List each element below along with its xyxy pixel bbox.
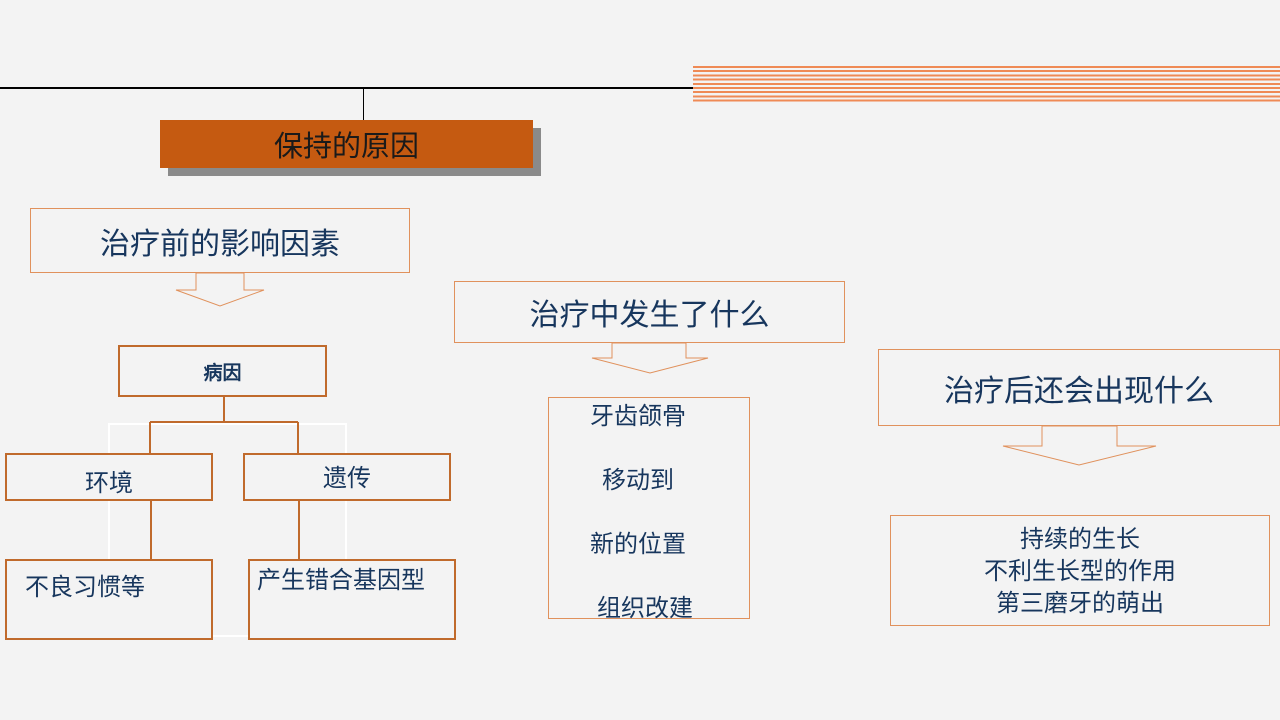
title-connector xyxy=(363,89,364,120)
page-title: 保持的原因 xyxy=(160,120,533,168)
pretreatment-heading-text: 治疗前的影响因素 xyxy=(100,226,340,262)
during-heading-text: 治疗中发生了什么 xyxy=(529,298,770,333)
during-line-1: 牙齿颌骨 xyxy=(590,402,686,430)
during-line-2: 移动到 xyxy=(602,466,674,494)
during-heading: 治疗中发生了什么 xyxy=(454,281,845,343)
during-detail-box xyxy=(548,397,750,619)
after-line-2: 不利生长型的作用 xyxy=(984,556,1176,585)
after-heading-text: 治疗后还会出现什么 xyxy=(944,373,1214,409)
env-label: 环境 xyxy=(85,468,133,497)
habits-box: 不良习惯等 xyxy=(5,559,213,640)
header-rule xyxy=(0,87,693,89)
after-heading: 治疗后还会出现什么 xyxy=(878,349,1280,426)
header-stripes xyxy=(693,66,1280,104)
genotype-box: 产生错合基因型 xyxy=(248,559,456,640)
env-box: 环境 xyxy=(5,453,213,501)
during-line-3: 新的位置 xyxy=(590,530,686,558)
cause-label: 病因 xyxy=(203,361,242,384)
guide-rect xyxy=(108,423,347,637)
pretreatment-heading: 治疗前的影响因素 xyxy=(30,208,410,273)
genetic-label: 遗传 xyxy=(323,463,371,492)
arrow-after xyxy=(1002,425,1157,466)
during-line-4: 组织改建 xyxy=(597,594,693,622)
after-line-1: 持续的生长 xyxy=(1020,524,1140,553)
arrow-pretreatment xyxy=(175,272,265,307)
tree-lines xyxy=(149,397,300,559)
after-line-3: 第三磨牙的萌出 xyxy=(996,588,1164,617)
genetic-box: 遗传 xyxy=(243,453,451,501)
genotype-label: 产生错合基因型 xyxy=(257,566,425,594)
after-detail-box: 持续的生长 不利生长型的作用 第三磨牙的萌出 xyxy=(890,515,1270,626)
habits-label: 不良习惯等 xyxy=(25,573,145,601)
cause-box: 病因 xyxy=(118,345,327,397)
arrow-during xyxy=(591,342,709,374)
